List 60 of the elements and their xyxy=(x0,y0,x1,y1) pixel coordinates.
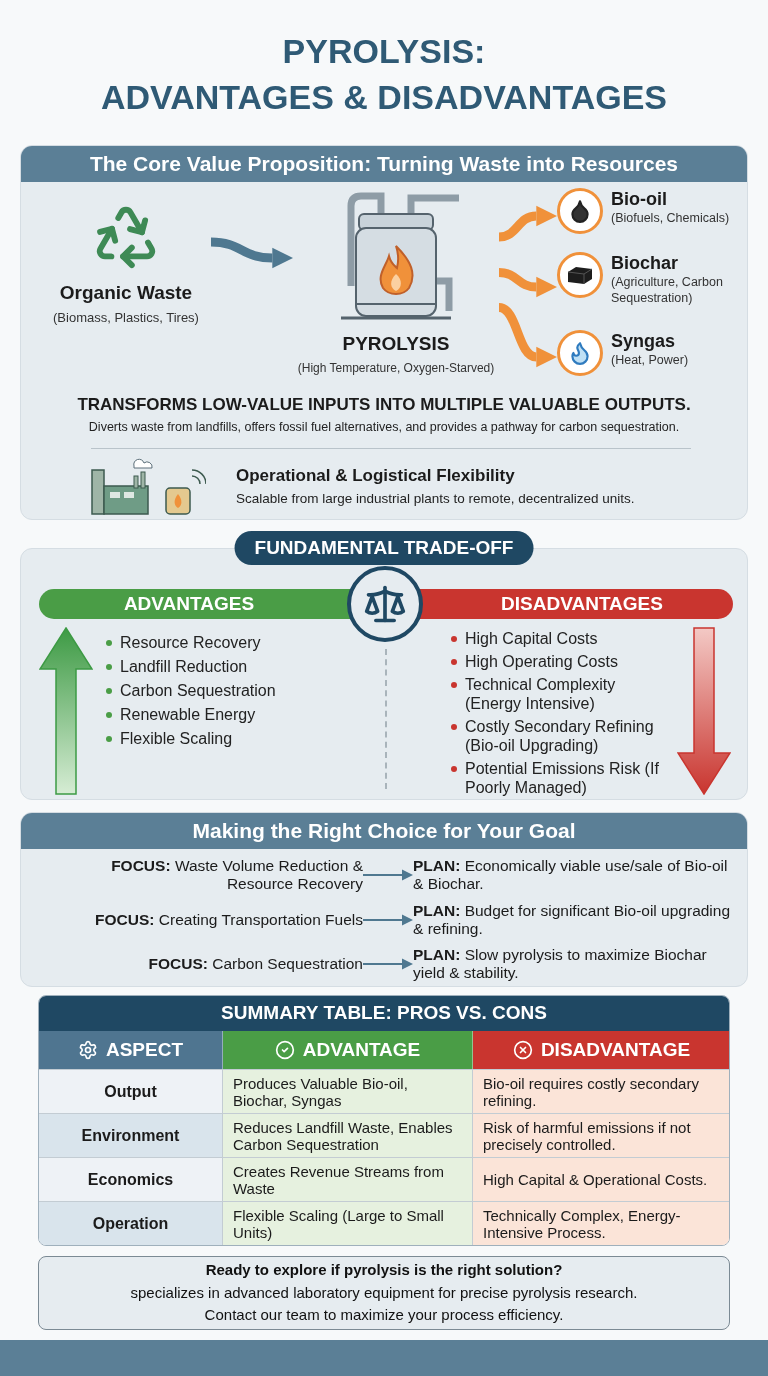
table-cell: Risk of harmful emissions if not precisely controlled. xyxy=(473,1113,729,1157)
list-item: Costly Secondary Refining (Bio-oil Upgrading) xyxy=(465,717,655,755)
feature-description: Scalable from large industrial plants to remote, decentralized units. xyxy=(236,489,635,508)
table-cell: Economics xyxy=(39,1157,223,1201)
goal-text: FOCUS: Creating Transportation Fuels xyxy=(95,911,363,929)
header-text: ADVANTAGE xyxy=(302,1037,421,1062)
list-item: Resource Recovery xyxy=(120,633,261,652)
list-item: Technical Complexity (Energy Intensive) xyxy=(465,675,617,713)
node-title: PYROLYSIS xyxy=(342,332,450,356)
list-item: Landfill Reduction xyxy=(120,657,248,676)
table-cell: Creates Revenue Streams from Waste xyxy=(223,1157,473,1201)
plan-text: PLAN: Slow pyrolysis to maximize Biochar yield & stability. xyxy=(413,946,708,982)
callout-text: specializes in advanced laboratory equipment for precise pyrolysis research. xyxy=(130,1282,638,1303)
arrow xyxy=(210,237,293,269)
plan-text: PLAN: Economically viable use/sale of Bio-oil & Biochar. xyxy=(413,857,729,893)
output-title: Biochar xyxy=(611,252,680,274)
goal-text: FOCUS: Carbon Sequestration xyxy=(148,955,363,973)
node-subtitle: (Biomass, Plastics, Tires) xyxy=(53,308,199,327)
output-title: Syngas xyxy=(611,330,677,352)
table-cell: Operation xyxy=(39,1201,223,1245)
feature-title: Operational & Logistical Flexibility xyxy=(236,465,516,488)
output-subtitle: (Heat, Power) xyxy=(611,352,689,368)
table-cell: Environment xyxy=(39,1113,223,1157)
table-cell: Reduces Landfill Waste, Enables Carbon Sequestration xyxy=(223,1113,473,1157)
plan-text: PLAN: Budget for significant Bio-oil upgrading & refining. xyxy=(413,902,732,938)
arrow xyxy=(362,914,413,926)
headline: TRANSFORMS LOW-VALUE INPUTS INTO MULTIPLE VALUABLE OUTPUTS. xyxy=(77,394,691,416)
node-subtitle: (High Temperature, Oxygen-Starved) xyxy=(297,359,495,377)
header-text: ASPECT xyxy=(105,1037,184,1062)
page-title: PYROLYSIS: ADVANTAGES & DISADVANTAGES xyxy=(100,31,668,118)
table-cell: Bio-oil requires costly secondary refining. xyxy=(473,1069,729,1113)
arrow xyxy=(498,303,557,368)
list-item: Potential Emissions Risk (If Poorly Managed) xyxy=(465,759,660,797)
section-header: Making the Right Choice for Your Goal xyxy=(21,813,747,849)
output-title: Bio-oil xyxy=(611,188,668,210)
arrow xyxy=(498,205,557,242)
description: Diverts waste from landfills, offers fossil fuel alternatives, and provides a pathway for carbon sequestration. xyxy=(87,418,681,436)
list-item: High Capital Costs xyxy=(465,629,598,648)
list-item: Carbon Sequestration xyxy=(120,681,276,700)
arrow xyxy=(498,268,557,298)
table-cell: Technically Complex, Energy-Intensive Process. xyxy=(473,1201,729,1245)
table-cell: Output xyxy=(39,1069,223,1113)
callout-heading: Ready to explore if pyrolysis is the right solution? xyxy=(205,1260,563,1281)
output-subtitle: (Biofuels, Chemicals) xyxy=(611,210,730,226)
table-cell: High Capital & Operational Costs. xyxy=(473,1157,729,1201)
arrow xyxy=(362,869,413,881)
node-title: Organic Waste xyxy=(59,281,193,305)
section-header: The Core Value Proposition: Turning Waste into Resources xyxy=(21,146,747,182)
table-title: SUMMARY TABLE: PROS VS. CONS xyxy=(39,996,729,1031)
arrow xyxy=(362,958,413,970)
list-item: Renewable Energy xyxy=(120,705,256,724)
table-cell: Flexible Scaling (Large to Small Units) xyxy=(223,1201,473,1245)
header-text: DISADVANTAGE xyxy=(540,1037,691,1062)
callout-text: Contact our team to maximize your process efficiency. xyxy=(204,1305,564,1326)
table-cell: Produces Valuable Bio-oil, Biochar, Syngas xyxy=(223,1069,473,1113)
output-subtitle: (Agriculture, Carbon Sequestration) xyxy=(611,274,724,306)
section-badge: FUNDAMENTAL TRADE-OFF xyxy=(234,531,534,565)
list-item: High Operating Costs xyxy=(465,652,618,671)
goal-text: FOCUS: Waste Volume Reduction & Resource Recovery xyxy=(110,857,363,893)
list-item: Flexible Scaling xyxy=(120,729,233,748)
